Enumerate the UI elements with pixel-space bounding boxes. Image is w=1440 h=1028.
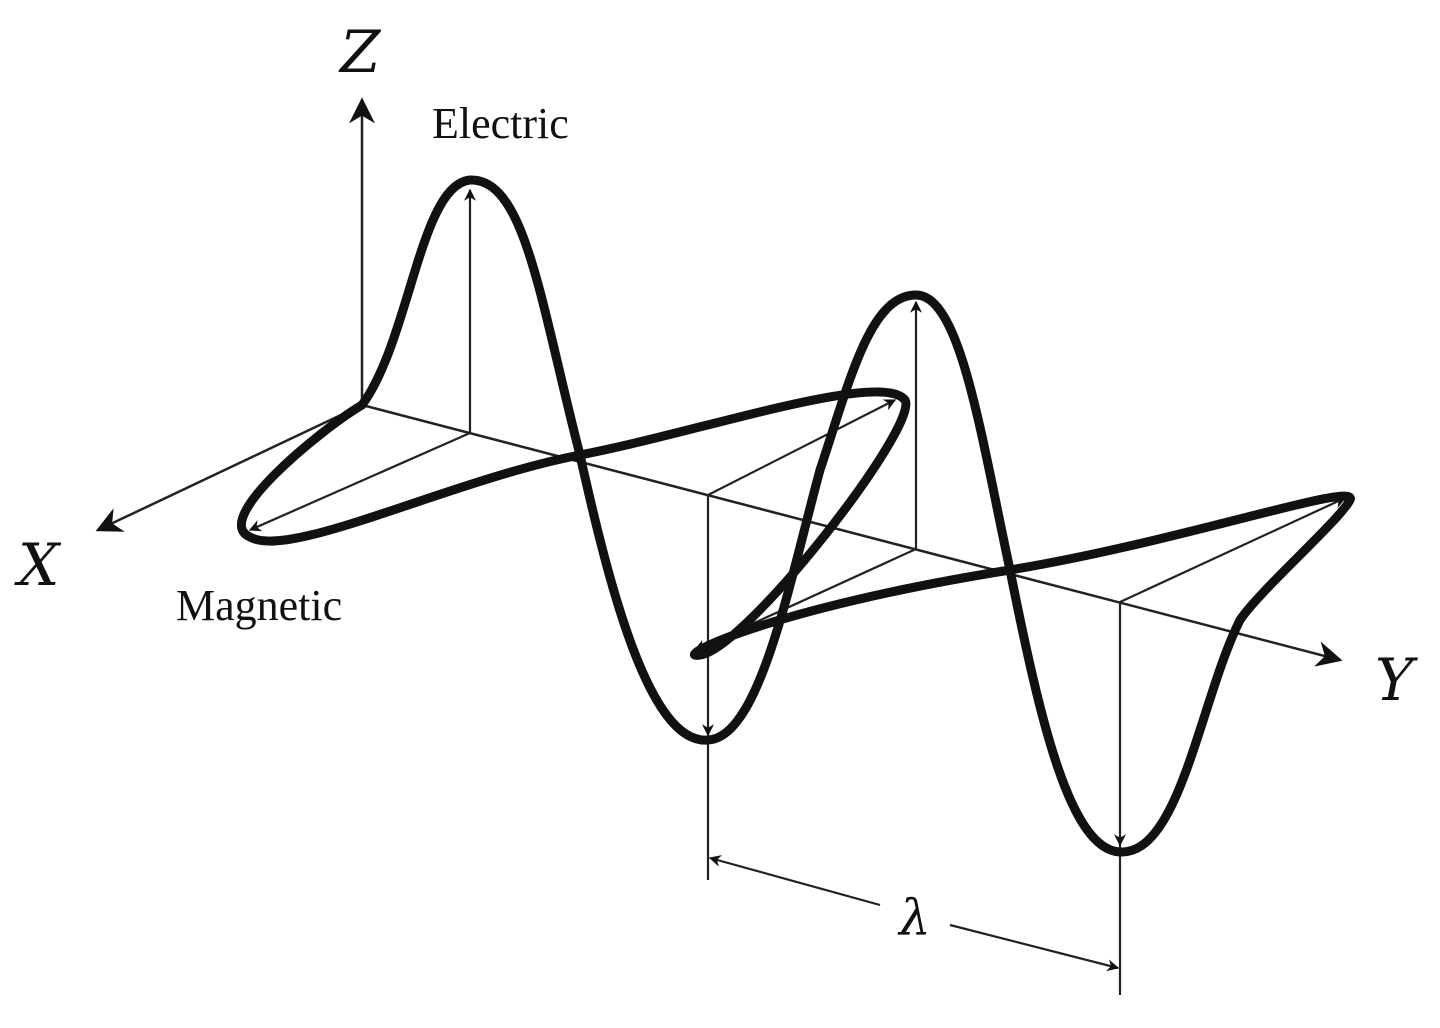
x-axis-label: X [14,531,62,599]
electric-wave [357,175,1245,857]
wavelength-label: λ [897,889,931,947]
y-axis [361,403,1343,667]
electric-field-vectors [464,188,1126,847]
z-axis-label: Z [338,18,382,86]
magnetic-wave [237,387,1355,660]
magnetic-label: Magnetic [176,581,342,630]
y-axis-label: Y [1375,646,1418,714]
wavelength-marker: λ [706,735,1122,995]
axes [95,97,1343,667]
x-axis [95,403,363,532]
electric-label: Electric [432,99,569,148]
